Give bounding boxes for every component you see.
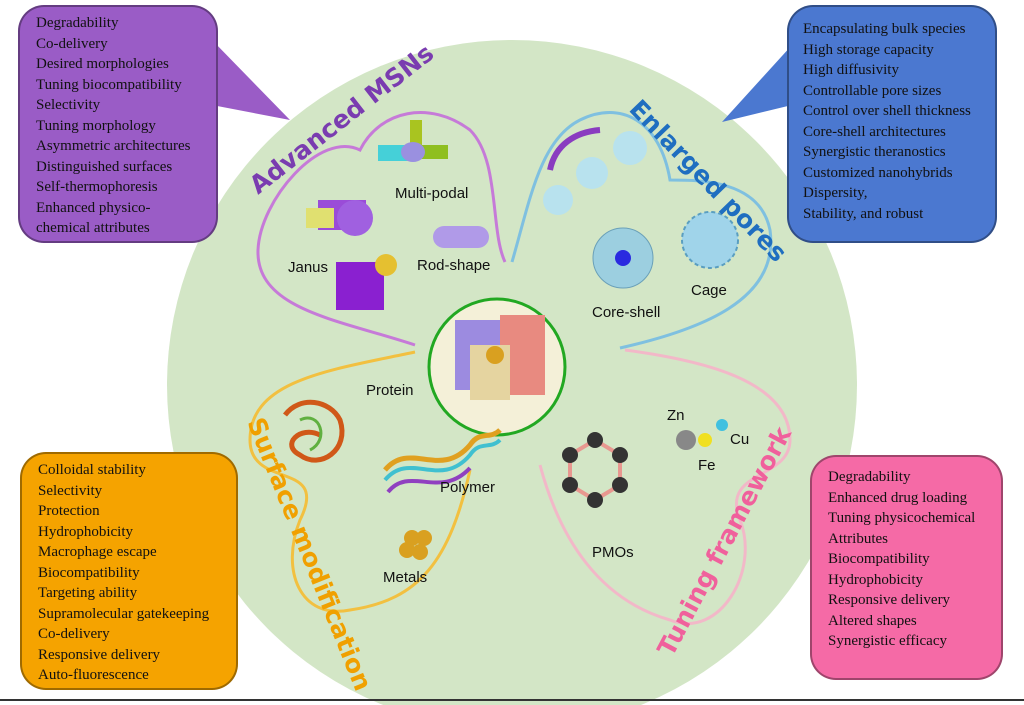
multi-podal-icon <box>378 120 448 162</box>
surface-modification-properties-box: Colloidal stability Selectivity Protecti… <box>20 452 238 690</box>
tuning-petal-outline <box>538 348 792 625</box>
rod-shape-label: Rod-shape <box>417 257 490 274</box>
property-item: Responsive delivery <box>38 646 161 663</box>
center-msn-gold-particle <box>486 346 504 364</box>
property-item: Protection <box>38 503 100 519</box>
property-item: Encapsulating bulk species <box>803 21 966 37</box>
property-item: Control over shell thickness <box>803 103 971 119</box>
enlarged-pores-properties-box: Encapsulating bulk species High storage … <box>787 5 997 243</box>
pore-growth-arrow-icon <box>547 127 601 171</box>
property-item: chemical attributes <box>36 220 150 236</box>
property-item: Tuning morphology <box>36 117 156 134</box>
property-item: Macrophage escape <box>38 544 157 560</box>
cu-label: Cu <box>730 431 749 448</box>
janus-cube-icon <box>336 254 397 310</box>
property-item: Biocompatibility <box>38 564 140 581</box>
rod-shape-icon <box>433 226 489 248</box>
property-item: Asymmetric architectures <box>36 138 191 154</box>
zn-atom-icon <box>676 430 696 450</box>
property-item: High storage capacity <box>803 41 934 58</box>
property-item: Desired morphologies <box>36 56 169 72</box>
property-item: Enhanced drug loading <box>828 489 968 506</box>
advanced-petal-outline <box>256 111 507 347</box>
property-item: Supramolecular gatekeeping <box>38 605 210 622</box>
cage-icon <box>681 211 739 269</box>
property-item: Synergistic theranostics <box>803 144 946 160</box>
fe-label: Fe <box>698 457 716 474</box>
fe-atom-icon <box>698 433 712 447</box>
small-pore-particle-icon <box>543 185 573 215</box>
property-item: Controllable pore sizes <box>803 82 942 99</box>
property-item: Self-thermophoresis <box>36 179 158 195</box>
property-item: Core-shell architectures <box>803 123 946 140</box>
property-item: Altered shapes <box>828 612 917 629</box>
advanced-msns-properties-box: Degradability Co-delivery Desired morpho… <box>18 5 218 243</box>
property-item: Biocompatibility <box>828 551 930 567</box>
core-shell-core <box>615 250 631 266</box>
property-item: Tuning biocompatibility <box>36 76 182 93</box>
enlarged-petal-outline <box>510 111 773 350</box>
metals-label: Metals <box>383 569 427 586</box>
property-item: High diffusivity <box>803 62 899 78</box>
multi-podal-label: Multi-podal <box>395 185 468 202</box>
polymer-label: Polymer <box>440 479 495 496</box>
property-item: Attributes <box>828 530 888 547</box>
property-item: Responsive delivery <box>828 592 951 608</box>
property-item: Distinguished surfaces <box>36 158 173 175</box>
cage-label: Cage <box>691 282 727 299</box>
property-item: Dispersity, <box>803 185 868 201</box>
property-item: Stability, and robust <box>803 205 924 222</box>
janus-label: Janus <box>288 259 328 276</box>
enlarged-callout-tail <box>722 45 792 122</box>
cu-atom-icon <box>716 419 728 431</box>
property-item: Targeting ability <box>38 585 138 601</box>
property-item: Customized nanohybrids <box>803 164 953 181</box>
polymer-icon <box>383 428 502 494</box>
property-item: Degradability <box>36 15 119 31</box>
janus-icon <box>306 200 373 236</box>
property-item: Selectivity <box>38 482 103 499</box>
property-item: Degradability <box>828 469 911 485</box>
property-item: Tuning physicochemical <box>828 510 976 526</box>
core-shell-label: Core-shell <box>592 304 660 321</box>
property-item: Auto-fluorescence <box>38 667 149 683</box>
zn-label: Zn <box>667 407 685 424</box>
property-item: Hydrophobicity <box>38 523 133 540</box>
property-item: Enhanced physico- <box>36 199 151 216</box>
property-item: Co-delivery <box>38 626 110 642</box>
property-item: Synergistic efficacy <box>828 633 947 649</box>
property-item: Co-delivery <box>36 35 108 52</box>
protein-label: Protein <box>366 382 414 399</box>
protein-icon <box>283 399 345 463</box>
metals-icon <box>399 530 432 560</box>
large-pore-particle-icon <box>613 131 647 165</box>
property-item: Colloidal stability <box>38 462 146 478</box>
pmos-label: PMOs <box>592 544 634 561</box>
property-item: Hydrophobicity <box>828 571 923 588</box>
tuning-framework-properties-box: Degradability Enhanced drug loading Tuni… <box>810 455 1003 680</box>
surface-petal-outline <box>248 350 472 613</box>
property-item: Selectivity <box>36 97 101 113</box>
advanced-callout-tail <box>212 40 290 120</box>
medium-pore-particle-icon <box>576 157 608 189</box>
pmo-benzene-icon <box>562 432 628 508</box>
